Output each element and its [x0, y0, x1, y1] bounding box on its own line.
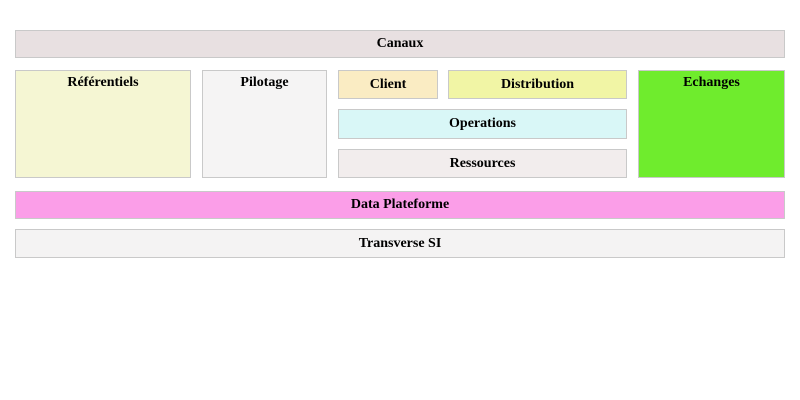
diagram-client-distribution-row: Client Distribution	[338, 70, 627, 99]
block-ressources-label: Ressources	[449, 155, 516, 171]
block-referentiels-label: Référentiels	[67, 75, 139, 90]
block-pilotage-label: Pilotage	[240, 75, 289, 90]
block-data-plateforme: Data Plateforme	[15, 191, 785, 219]
block-transverse-si-label: Transverse SI	[358, 235, 442, 251]
block-pilotage: Pilotage	[202, 70, 327, 178]
block-operations: Operations	[338, 109, 627, 139]
block-transverse-si: Transverse SI	[15, 229, 785, 258]
block-distribution-label: Distribution	[500, 76, 575, 92]
block-echanges-label: Echanges	[683, 75, 740, 90]
block-distribution: Distribution	[448, 70, 627, 99]
block-data-plateforme-label: Data Plateforme	[350, 197, 450, 212]
block-echanges: Echanges	[638, 70, 785, 178]
diagram-middle-column: Client Distribution Operations Ressource…	[338, 70, 627, 178]
block-referentiels: Référentiels	[15, 70, 191, 178]
block-canaux-label: Canaux	[376, 36, 424, 51]
diagram-main-row: Référentiels Pilotage Client Distributio…	[15, 70, 785, 178]
block-operations-label: Operations	[449, 116, 516, 131]
block-client: Client	[338, 70, 438, 99]
block-ressources: Ressources	[338, 149, 627, 178]
block-client-label: Client	[369, 76, 407, 92]
architecture-diagram: Canaux Référentiels Pilotage Client Dist…	[15, 30, 785, 258]
block-canaux: Canaux	[15, 30, 785, 58]
